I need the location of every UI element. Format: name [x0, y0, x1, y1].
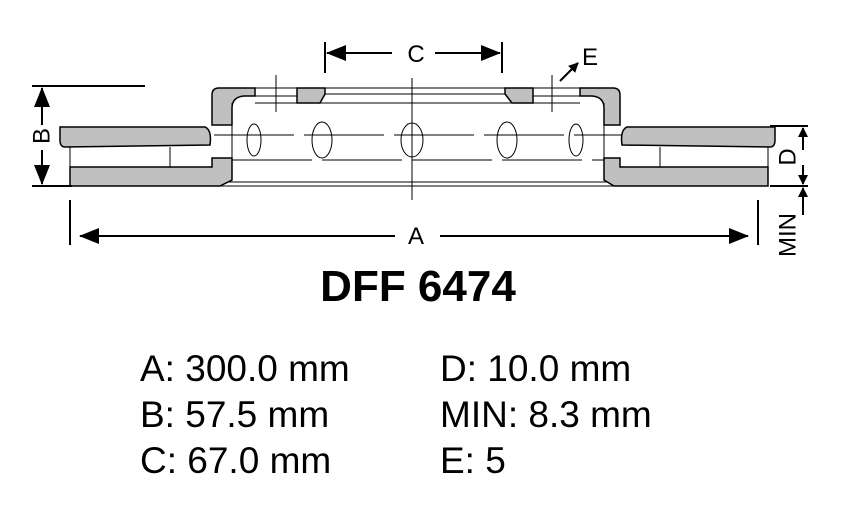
spec-c: C: 67.0 mm — [140, 440, 332, 481]
specs-column-1: A: 300.0 mm B: 57.5 mm C: 67.0 mm — [140, 346, 350, 484]
spec-e: E: 5 — [440, 440, 506, 481]
right-friction-ring-top — [620, 126, 776, 148]
right-friction-ring-bottom — [603, 157, 769, 187]
product-code: DFF 6474 — [320, 262, 516, 311]
left-friction-ring-bottom — [69, 157, 233, 187]
spec-d: D: 10.0 mm — [440, 348, 632, 389]
spec-a: A: 300.0 mm — [140, 348, 350, 389]
label-a: A — [408, 223, 424, 250]
spec-b: B: 57.5 mm — [140, 394, 330, 435]
hat-top-seg-left — [296, 87, 326, 104]
label-e: E — [582, 44, 598, 71]
dimension-lines — [32, 42, 808, 245]
spec-min: MIN: 8.3 mm — [440, 394, 652, 435]
hat-left-wall — [211, 87, 256, 126]
label-d: D — [774, 148, 801, 165]
specs-column-2: D: 10.0 mm MIN: 8.3 mm E: 5 — [440, 346, 652, 484]
label-c: C — [407, 41, 424, 68]
hat-right-wall — [579, 87, 621, 126]
label-min: MIN — [774, 213, 801, 257]
dim-e-arrow — [559, 62, 579, 82]
hat-top-seg-right — [504, 87, 534, 104]
label-b: B — [28, 128, 55, 144]
left-friction-ring-top — [59, 126, 212, 148]
